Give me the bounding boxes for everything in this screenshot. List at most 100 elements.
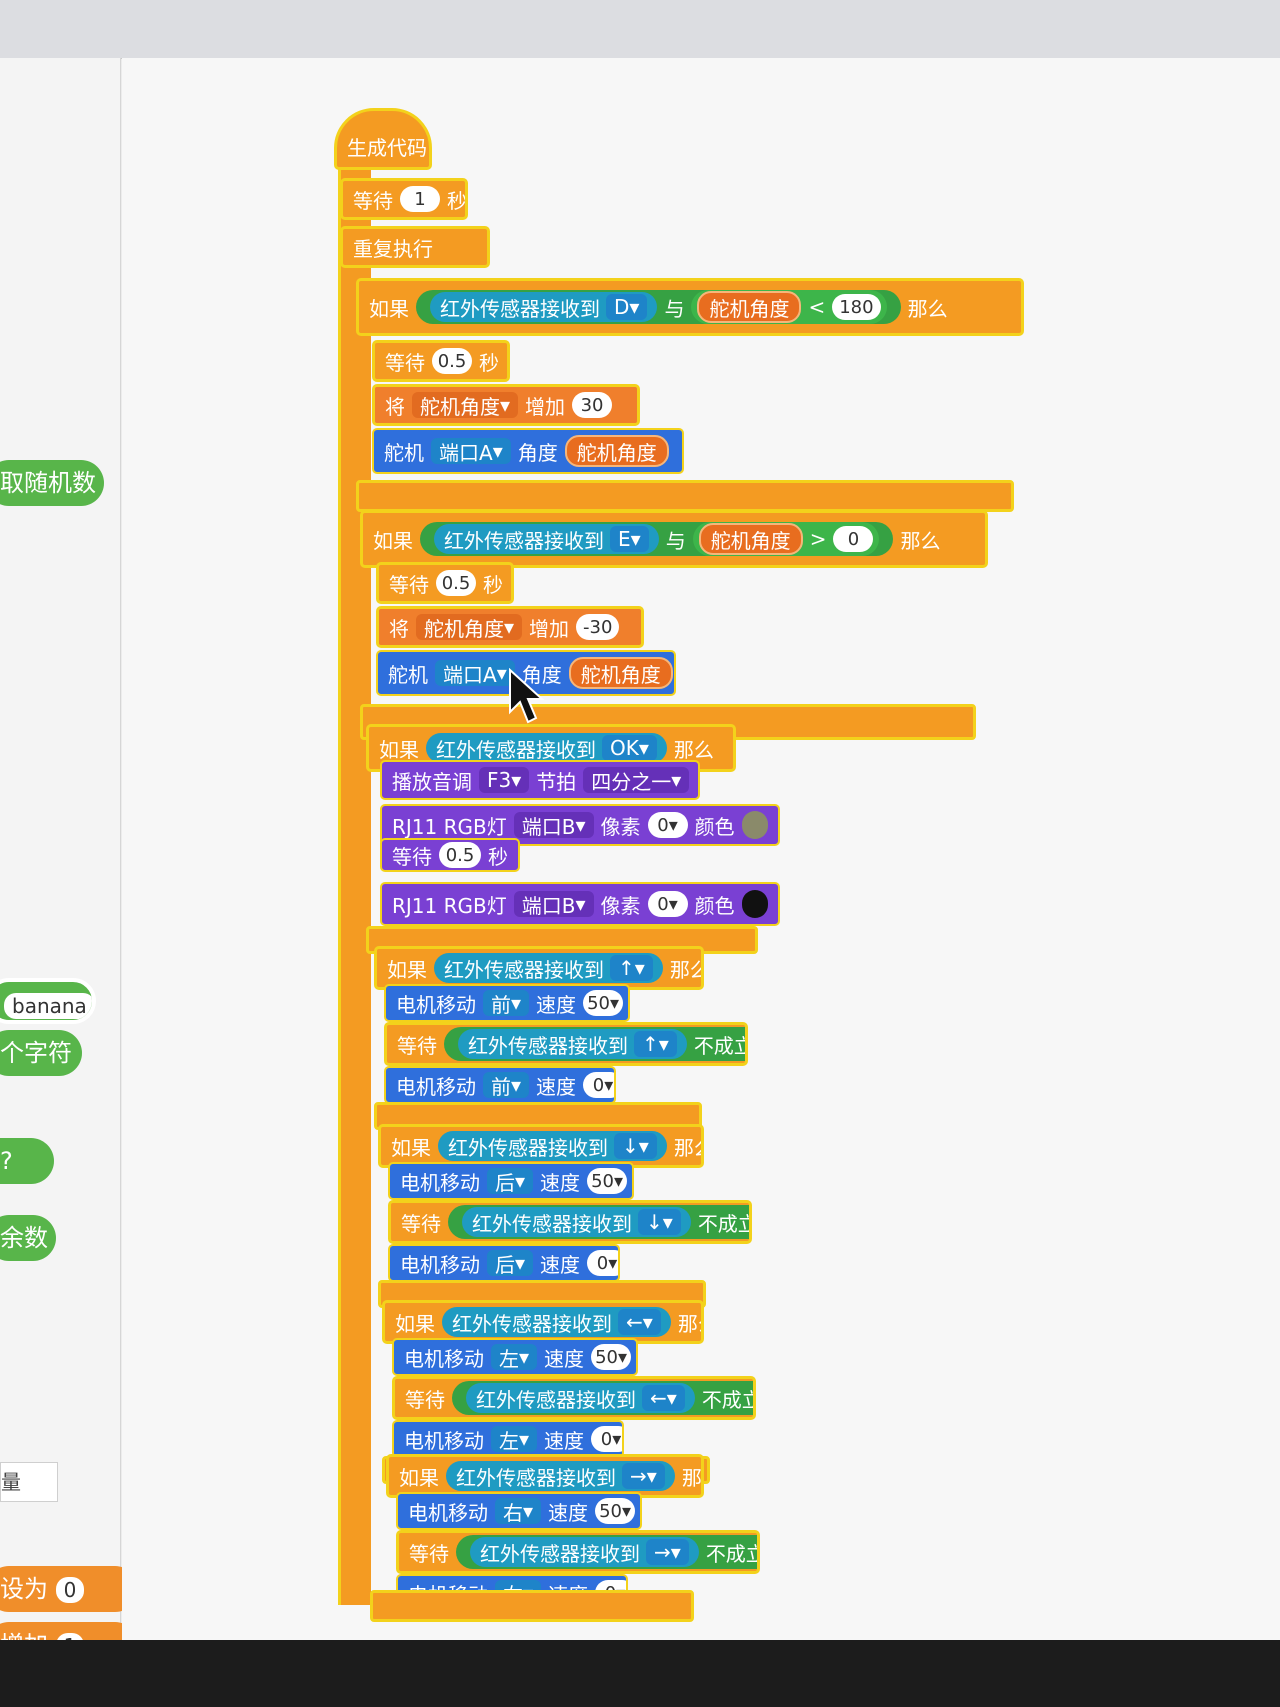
increase-value-input[interactable]: 30 [572, 392, 613, 418]
not-condition[interactable]: 红外传感器接收到↓▾ 不成立 [448, 1205, 749, 1239]
direction-dropdown[interactable]: 右▾ [495, 1498, 542, 1525]
speed-dropdown[interactable]: 50▾ [595, 1498, 636, 1524]
forever-block[interactable]: 重复执行 [340, 226, 490, 268]
motor-move-block[interactable]: 电机移动 左▾ 速度 50▾ [392, 1338, 638, 1376]
sensor-receive-block[interactable]: 红外传感器接收到↑▾ [434, 953, 663, 983]
change-variable-block[interactable]: 将舵机角度▾增加-30 [376, 606, 644, 648]
color-swatch[interactable] [741, 890, 768, 918]
motor-move-block[interactable]: 电机移动 前▾ 速度 50▾ [384, 984, 630, 1022]
port-dropdown[interactable]: 端口B▾ [513, 812, 594, 839]
speed-dropdown[interactable]: 50▾ [591, 1344, 632, 1370]
sensor-key-dropdown[interactable]: ↓▾ [638, 1209, 681, 1235]
port-dropdown[interactable]: 端口B▾ [513, 891, 594, 918]
direction-dropdown[interactable]: 后▾ [487, 1168, 534, 1195]
speed-dropdown[interactable]: 0▾ [583, 1072, 614, 1098]
palette-char-block[interactable]: 个字符 [0, 1030, 82, 1076]
color-swatch[interactable] [741, 811, 768, 839]
wait-seconds-input[interactable]: 1 [400, 186, 440, 212]
sensor-receive-block[interactable]: 红外传感器接收到↓▾ [462, 1207, 691, 1237]
wait-until-block[interactable]: 等待 红外传感器接收到←▾ 不成立 [392, 1376, 756, 1420]
sensor-key-dropdown[interactable]: ←▾ [618, 1309, 661, 1335]
sensor-receive-block[interactable]: 红外传感器接收到↑▾ [458, 1029, 687, 1059]
wait-seconds-input[interactable]: 0.5 [439, 842, 481, 868]
direction-dropdown[interactable]: 左▾ [491, 1426, 538, 1453]
direction-dropdown[interactable]: 后▾ [487, 1250, 534, 1277]
motor-move-block[interactable]: 电机移动 右▾ 速度 50▾ [396, 1492, 642, 1530]
motor-move-block[interactable]: 电机移动 左▾ 速度 0▾ [392, 1420, 624, 1458]
palette-random-block[interactable]: 取随机数 [0, 460, 104, 506]
sensor-receive-block[interactable]: 红外传感器接收到←▾ [466, 1383, 695, 1413]
palette-increase-value[interactable]: 1 [55, 1633, 85, 1640]
sensor-receive-block[interactable]: 红外传感器接收到↓▾ [438, 1131, 667, 1161]
motor-move-block[interactable]: 电机移动 前▾ 速度 0▾ [384, 1066, 616, 1104]
sensor-key-dropdown[interactable]: ↓▾ [614, 1133, 657, 1159]
servo-angle-reporter[interactable]: 舵机角度 [698, 523, 803, 555]
motor-move-block[interactable]: 电机移动 后▾ 速度 0▾ [388, 1244, 620, 1282]
sensor-key-dropdown[interactable]: ↑▾ [610, 955, 653, 981]
palette-variable-input[interactable]: 量 [0, 1462, 58, 1502]
sensor-receive-block[interactable]: 红外传感器接收到→▾ [470, 1537, 699, 1567]
pixel-dropdown[interactable]: 0▾ [647, 891, 688, 917]
palette-remainder-block[interactable]: 余数 [0, 1215, 56, 1261]
motor-move-block[interactable]: 电机移动 后▾ 速度 50▾ [388, 1162, 634, 1200]
compare-block[interactable]: 舵机角度>0 [692, 522, 880, 556]
variable-dropdown[interactable]: 舵机角度▾ [412, 392, 519, 419]
speed-dropdown[interactable]: 50▾ [587, 1168, 628, 1194]
note-dropdown[interactable]: F3▾ [479, 767, 530, 793]
compare-block[interactable]: 舵机角度<180 [691, 290, 887, 324]
sensor-key-dropdown[interactable]: ←▾ [642, 1385, 685, 1411]
sensor-key-dropdown[interactable]: E▾ [610, 526, 649, 552]
sensor-key-dropdown[interactable]: ↑▾ [634, 1031, 677, 1057]
sensor-key-dropdown[interactable]: →▾ [646, 1539, 689, 1565]
not-condition[interactable]: 红外传感器接收到←▾ 不成立 [452, 1381, 753, 1415]
sensor-key-dropdown[interactable]: →▾ [622, 1463, 665, 1489]
direction-dropdown[interactable]: 前▾ [483, 1072, 530, 1099]
if-block-direction[interactable]: 如果 红外传感器接收到↓▾ 那么 [378, 1124, 704, 1168]
palette-banana-block[interactable]: banana [0, 978, 96, 1024]
variable-dropdown[interactable]: 舵机角度▾ [416, 614, 523, 641]
compare-value-input[interactable]: 0 [833, 526, 874, 552]
if-block-direction[interactable]: 如果 红外传感器接收到↑▾ 那么 [374, 946, 704, 990]
not-condition[interactable]: 红外传感器接收到↑▾ 不成立 [444, 1027, 745, 1061]
palette-banana-value[interactable]: banana [4, 993, 92, 1019]
wait-until-block[interactable]: 等待 红外传感器接收到↓▾ 不成立 [388, 1200, 752, 1244]
hat-block-generate-code[interactable]: 生成代码 [334, 108, 432, 170]
beat-dropdown[interactable]: 四分之一▾ [583, 767, 690, 794]
palette-increase-variable-block[interactable]: 增加 1 [0, 1622, 138, 1640]
wait-seconds-input[interactable]: 0.5 [436, 570, 476, 596]
palette-set-variable-block[interactable]: 设为 0 [0, 1566, 138, 1612]
sensor-key-dropdown[interactable]: D▾ [606, 294, 648, 320]
palette-question-block[interactable]: ? [0, 1138, 54, 1184]
servo-angle-reporter[interactable]: 舵机角度 [564, 435, 669, 467]
pixel-dropdown[interactable]: 0▾ [647, 812, 688, 838]
port-dropdown[interactable]: 端口A▾ [435, 660, 515, 687]
increase-value-input[interactable]: -30 [576, 614, 620, 640]
sensor-receive-block[interactable]: 红外传感器接收到←▾ [442, 1307, 671, 1337]
speed-dropdown[interactable]: 0▾ [587, 1250, 618, 1276]
not-condition[interactable]: 红外传感器接收到→▾ 不成立 [456, 1535, 757, 1569]
direction-dropdown[interactable]: 左▾ [491, 1344, 538, 1371]
sensor-receive-block[interactable]: 红外传感器接收到→▾ [446, 1461, 675, 1491]
wait-until-block[interactable]: 等待 红外传感器接收到→▾ 不成立 [396, 1530, 760, 1574]
servo-angle-block[interactable]: 舵机端口A▾角度舵机角度 [372, 428, 684, 474]
servo-angle-reporter[interactable]: 舵机角度 [697, 291, 802, 323]
if-block-direction[interactable]: 如果 红外传感器接收到→▾ 那么 [386, 1454, 704, 1498]
palette-set-value[interactable]: 0 [55, 1577, 85, 1603]
compare-value-input[interactable]: 180 [832, 294, 881, 320]
if-block-direction[interactable]: 如果 红外传感器接收到←▾ 那么 [382, 1300, 704, 1344]
